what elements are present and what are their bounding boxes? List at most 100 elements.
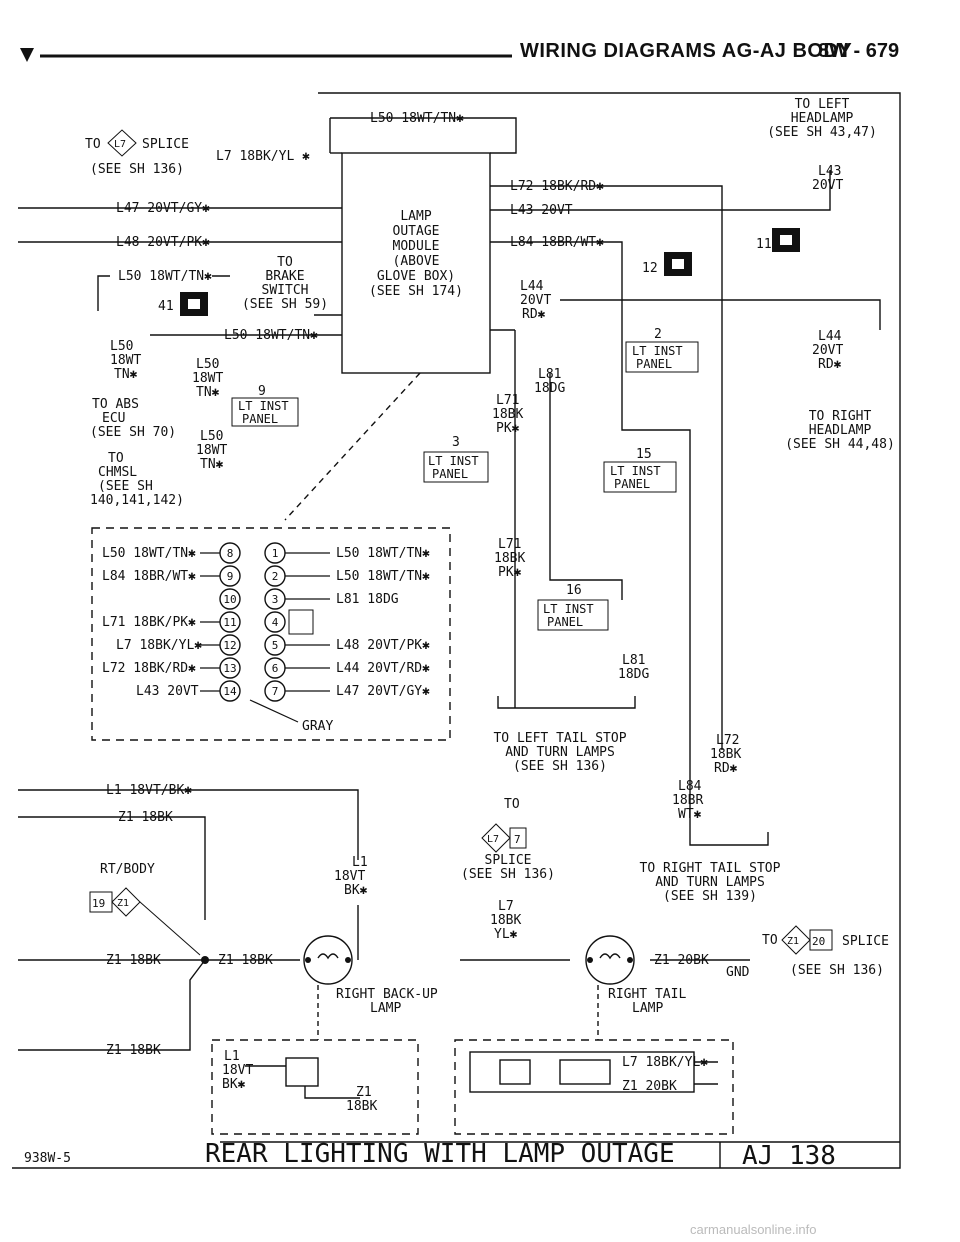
l7-num: 7 xyxy=(514,833,521,846)
l84-stack-2: 18BR xyxy=(672,793,703,808)
right-tail-lamp-2: LAMP xyxy=(632,1001,663,1016)
l50-b-1: L50 xyxy=(196,357,219,372)
l7-stack-3: YL✱ xyxy=(494,927,518,942)
to-abs-3: (SEE SH 70) xyxy=(90,425,176,440)
conn-right-wire-7: L47 20VT/GY✱ xyxy=(336,684,430,699)
inst-16-a: LT INST xyxy=(543,602,594,616)
right-tail-2: AND TURN LAMPS xyxy=(655,875,765,890)
to-chmsl-1: TO xyxy=(108,451,124,466)
brake-switch-2: BRAKE xyxy=(265,269,304,284)
left-headlamp-1: TO LEFT xyxy=(795,97,850,112)
l43-label: L43 20VT xyxy=(510,203,573,218)
pin-3: 3 xyxy=(272,593,279,606)
l71b-1: L71 xyxy=(498,537,521,552)
l72-stack-2: 18BK xyxy=(710,747,741,762)
to-chmsl-3: (SEE SH xyxy=(98,479,153,494)
inst-2-b: PANEL xyxy=(636,357,672,371)
footer-title: REAR LIGHTING WITH LAMP OUTAGE xyxy=(205,1139,675,1169)
l7-stack-2: 18BK xyxy=(490,913,521,928)
connector-12-num: 12 xyxy=(642,261,658,276)
inst-2-num: 2 xyxy=(654,327,662,342)
l84-stack-1: L84 xyxy=(678,779,702,794)
z1-splice-badge: Z1 xyxy=(787,936,799,947)
right-headlamp-2: HEADLAMP xyxy=(809,423,872,438)
conn-left-wire-6: L72 18BK/RD✱ xyxy=(102,661,196,676)
gnd-label: GND xyxy=(726,965,750,980)
l71-2: 18BK xyxy=(492,407,523,422)
left-headlamp-3: (SEE SH 43,47) xyxy=(767,125,877,140)
bu-z1-1: Z1 xyxy=(356,1085,372,1100)
l72-label: L72 18BK/RD✱ xyxy=(510,179,604,194)
backup-lamp-2: LAMP xyxy=(370,1001,401,1016)
inst-15-b: PANEL xyxy=(614,477,650,491)
bu-l1-3: BK✱ xyxy=(222,1077,246,1092)
l44-stack-3: RD✱ xyxy=(522,307,546,322)
l81-2: 18DG xyxy=(534,381,565,396)
l71-3: PK✱ xyxy=(496,421,520,436)
l81-1: L81 xyxy=(538,367,561,382)
pin-11: 11 xyxy=(223,616,236,629)
right-tail-lamp-1: RIGHT TAIL xyxy=(608,987,686,1002)
module-label-1: LAMP xyxy=(400,209,431,224)
z1-a-label: Z1 18BK xyxy=(118,810,173,825)
pin-14: 14 xyxy=(223,685,237,698)
to-abs-1: TO ABS xyxy=(92,397,139,412)
conn-right-wire-6: L44 20VT/RD✱ xyxy=(336,661,430,676)
inst-15-num: 15 xyxy=(636,447,652,462)
l50-a-3: TN✱ xyxy=(114,367,138,382)
l7-badge: L7 xyxy=(487,834,499,845)
module-label-6: (SEE SH 174) xyxy=(369,284,463,299)
connector-41-num: 41 xyxy=(158,299,174,314)
rt-body-label: RT/BODY xyxy=(100,862,155,877)
bu-z1-2: 18BK xyxy=(346,1099,377,1114)
l7-splice-ref: (SEE SH 136) xyxy=(90,162,184,177)
z1-20bk-label: Z1 20BK xyxy=(654,953,709,968)
l50-c-2: 18WT xyxy=(196,443,227,458)
pin-2: 2 xyxy=(272,570,279,583)
z1-b-label: Z1 18BK xyxy=(106,953,161,968)
brake-switch-1: TO xyxy=(277,255,293,270)
rt-l7-label: L7 18BK/YL✱ xyxy=(622,1055,708,1070)
to-chmsl-4: 140,141,142) xyxy=(90,493,184,508)
l7-splice-word: SPLICE xyxy=(142,137,189,152)
l44-stack-2: 20VT xyxy=(520,293,551,308)
l71b-3: PK✱ xyxy=(498,565,522,580)
l50-brake-label: L50 18WT/TN✱ xyxy=(118,269,212,284)
l50-b-3: TN✱ xyxy=(196,385,220,400)
pin-7: 7 xyxy=(272,685,279,698)
badge-19: 19 xyxy=(92,897,105,910)
right-headlamp-1: TO RIGHT xyxy=(809,409,872,424)
l7-wire-label: L7 18BK/YL ✱ xyxy=(216,149,310,164)
conn-left-wire-7: L43 20VT xyxy=(136,684,199,699)
module-label-4: (ABOVE xyxy=(393,254,440,269)
bu-l1-2: 18VT xyxy=(222,1063,253,1078)
l7-splice-to: TO xyxy=(85,137,101,152)
l84-stack-3: WT✱ xyxy=(678,807,702,822)
brake-switch-4: (SEE SH 59) xyxy=(242,297,328,312)
right-headlamp-3: (SEE SH 44,48) xyxy=(785,437,895,452)
l50-c-3: TN✱ xyxy=(200,457,224,472)
inst-3-num: 3 xyxy=(452,435,460,450)
left-headlamp-2: HEADLAMP xyxy=(791,111,854,126)
z1-d-label: Z1 18BK xyxy=(106,1043,161,1058)
page-number: 8W - 679 xyxy=(818,40,900,62)
z1-splice-word: SPLICE xyxy=(842,934,889,949)
l7-splice-2: (SEE SH 136) xyxy=(461,867,555,882)
l48-label: L48 20VT/PK✱ xyxy=(116,235,210,250)
l7-splice-badge: L7 xyxy=(114,139,126,150)
l44-right-2: 20VT xyxy=(812,343,843,358)
lt-inst-9-num: 9 xyxy=(258,384,266,399)
l7-to: TO xyxy=(504,797,520,812)
lt-inst-9-a: LT INST xyxy=(238,399,289,413)
brake-switch-3: SWITCH xyxy=(262,283,309,298)
pin-10: 10 xyxy=(223,593,236,606)
left-tail-3: (SEE SH 136) xyxy=(513,759,607,774)
inst-2-a: LT INST xyxy=(632,344,683,358)
pin-5: 5 xyxy=(272,639,279,652)
l84-label: L84 18BR/WT✱ xyxy=(510,235,604,250)
inst-16-b: PANEL xyxy=(547,615,583,629)
l50-top-label: L50 18WT/TN✱ xyxy=(370,111,464,126)
inst-3-b: PANEL xyxy=(432,467,468,481)
watermark: carmanualsonline.info xyxy=(690,1222,817,1237)
